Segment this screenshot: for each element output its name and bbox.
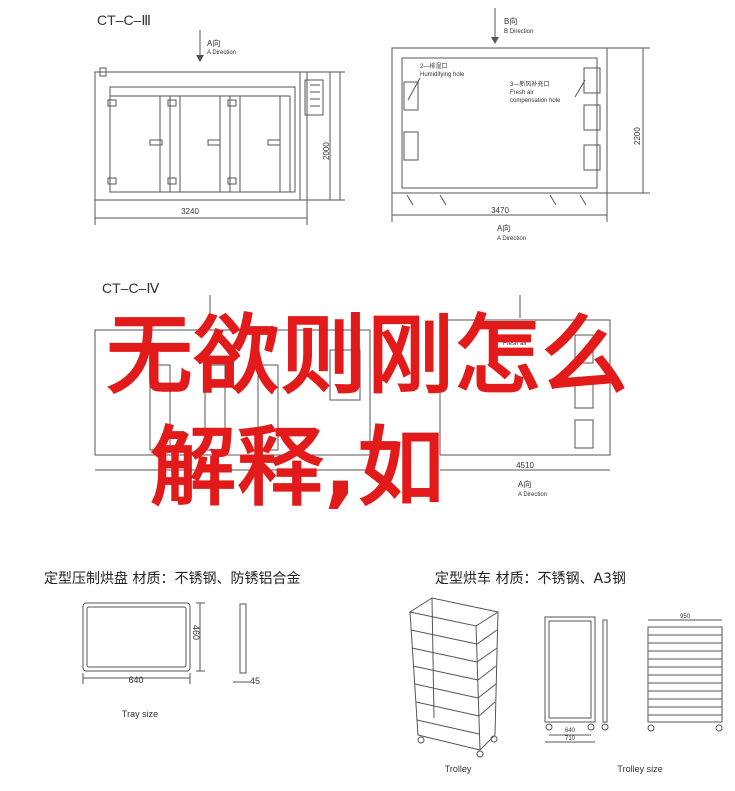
width-dim-3240: 3240: [181, 207, 199, 216]
overlay-text-line1: 无欲则刚怎么: [106, 306, 629, 406]
a-direction-label-2: A向: [497, 223, 510, 233]
oven-b-direction-drawing: [391, 8, 650, 222]
trolley-inner-dim: 640: [565, 728, 576, 734]
tray-heading: 定型压制烘盘 材质：不锈钢、防锈铝合金: [44, 571, 301, 587]
trolley-side-drawing: [647, 619, 723, 732]
tray-depth-dim: 45: [250, 676, 260, 686]
trolley-heading: 定型烘车 材质：不锈钢、A3钢: [435, 571, 626, 587]
tray-size-caption: Tray size: [122, 709, 158, 719]
hole3-en2-label: compensation hole: [510, 98, 561, 104]
trolley-caption: Trolley: [445, 764, 472, 774]
b-direction-en-label: B Direction: [504, 29, 533, 35]
a-direction-en-label: A Direction: [207, 50, 236, 56]
oven-mid-right-drawing: [439, 295, 611, 471]
tray-height-dim: 460: [191, 625, 201, 640]
a-direction-en-label-3: A Direction: [518, 492, 547, 498]
a-direction-label: A向: [207, 38, 220, 48]
ct-c-iii-title: CT–C–Ⅲ: [97, 12, 151, 28]
fresh-air-partial-label: Fresh air: [503, 341, 527, 347]
hole3-en1-label: Fresh air: [510, 90, 534, 96]
b-direction-label: B向: [504, 16, 517, 26]
tray-width-dim: 640: [128, 675, 143, 685]
oven-ct-c-iii-drawing: [94, 30, 345, 225]
height-dim-2000: 2000: [322, 142, 331, 160]
trolley-top-dim: 950: [680, 614, 691, 620]
width-dim-3470: 3470: [491, 206, 509, 215]
overlay-text-line2: 解释,如: [150, 418, 445, 518]
trolley-front-drawing: [544, 616, 609, 743]
width-dim-4510: 4510: [516, 461, 534, 470]
trolley-drawing: [408, 597, 500, 758]
trolley-outer-dim: 710: [565, 736, 576, 742]
trolley-size-caption: Trolley size: [617, 764, 662, 774]
a-direction-label-3: A向: [518, 479, 531, 489]
ct-c-iv-title: CT–C–Ⅳ: [102, 280, 159, 296]
hole2-en-label: Humidifying hole: [420, 72, 465, 78]
hole2-cn-label: 2—排湿口: [420, 62, 447, 70]
height-dim-2200: 2200: [633, 127, 642, 145]
a-direction-en-label-2: A Direction: [497, 236, 526, 242]
tray-drawing: [82, 602, 250, 684]
oven-ct-c-iv-drawing: [94, 295, 371, 471]
hole3-cn-label: 3—新风补充口: [510, 80, 549, 88]
compe-partial-label: compe: [503, 349, 522, 355]
